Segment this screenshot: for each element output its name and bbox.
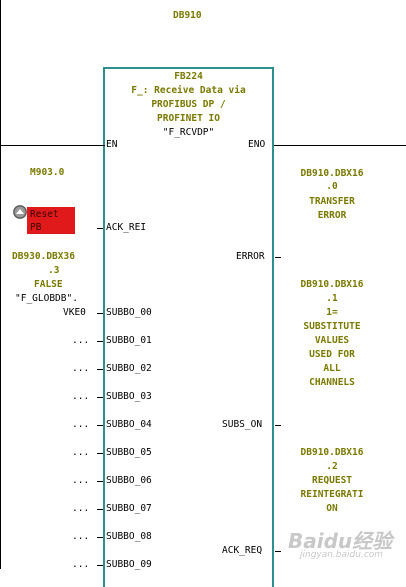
subbo-08-operand: ... [72, 531, 90, 542]
out1-desc-4: USED FOR [309, 349, 355, 360]
block-desc-3: PROFINET IO [157, 113, 220, 124]
pin-subbo-02: SUBBO_02 [106, 363, 152, 374]
subbo-01-operand: ... [72, 335, 90, 346]
out1-address-1: DB910.DBX16 [300, 279, 364, 290]
subbo-01-marker [97, 341, 103, 342]
power-rail [0, 0, 1, 569]
pin-subbo-09: SUBBO_09 [106, 559, 152, 570]
false-text: FALSE [34, 279, 63, 290]
subbo-06-marker [97, 481, 103, 482]
subbo-07-marker [97, 509, 103, 510]
out0-address-2: .0 [326, 181, 338, 192]
pin-subbo-05: SUBBO_05 [106, 447, 152, 458]
block-symbol: "F_RCVDP" [162, 127, 215, 138]
block-desc-2: PROFIBUS DP / [151, 99, 226, 110]
subbo-04-operand: ... [72, 419, 90, 430]
out2-desc-3: ON [326, 503, 338, 514]
pin-ack-req: ACK_REQ [222, 545, 263, 556]
reset-pb-label: Reset PB [30, 209, 59, 233]
db930-address-2: .3 [48, 265, 60, 276]
subbo-03-marker [97, 397, 103, 398]
db930-address-1: DB930.DBX36 [12, 251, 75, 262]
m903-contact-address: M903.0 [30, 167, 65, 178]
subbo-02-operand: ... [72, 363, 90, 374]
out1-address-2: .1 [326, 293, 338, 304]
pin-subs-on: SUBS_ON [222, 419, 263, 430]
error-marker [275, 257, 281, 258]
reset-pb-highlight[interactable] [27, 207, 75, 234]
subbo-03-operand: ... [72, 391, 90, 402]
pin-subbo-04: SUBBO_04 [106, 419, 152, 430]
subbo-02-marker [97, 369, 103, 370]
function-block[interactable] [103, 67, 274, 587]
subbo-05-operand: ... [72, 447, 90, 458]
pin-subbo-08: SUBBO_08 [106, 531, 152, 542]
reset-pb-icon[interactable] [13, 205, 27, 219]
globdb-symbol: "F_GLOBDB". [15, 293, 78, 304]
out2-address-2: .2 [326, 461, 338, 472]
pin-error: ERROR [236, 251, 265, 262]
pin-ack-rei: ACK_REI [106, 222, 147, 233]
out1-desc-3: VALUES [314, 335, 350, 346]
db-title: DB910 [173, 10, 202, 21]
out0-address-1: DB910.DBX16 [300, 168, 364, 179]
pin-subbo-07: SUBBO_07 [106, 503, 152, 514]
eno-wire [274, 145, 406, 146]
subbo-00-marker [97, 313, 103, 314]
subs-on-marker [275, 425, 281, 426]
out2-desc-2: REINTEGRATI [300, 489, 364, 500]
block-desc-1: F_: Receive Data via [131, 85, 246, 96]
ack-req-marker [275, 551, 281, 552]
out1-desc-2: SUBSTITUTE [303, 321, 361, 332]
subbo-09-operand: ... [72, 559, 90, 570]
pin-subbo-00: SUBBO_00 [106, 307, 152, 318]
subbo-04-marker [97, 425, 103, 426]
pin-subbo-03: SUBBO_03 [106, 391, 152, 402]
en-wire [0, 145, 105, 146]
out1-desc-1: 1= [326, 307, 338, 318]
subbo-07-operand: ... [72, 503, 90, 514]
subbo-06-operand: ... [72, 475, 90, 486]
watermark-logo: Baidu经验 [288, 529, 393, 553]
block-name: FB224 [174, 71, 203, 82]
out0-desc-2: ERROR [317, 210, 347, 221]
out2-address-1: DB910.DBX16 [300, 447, 364, 458]
subbo-09-marker [97, 565, 103, 566]
out1-desc-5: ALL [323, 363, 341, 374]
ack-rei-marker [97, 228, 103, 229]
out0-desc-1: TRANSFER [309, 196, 355, 207]
pin-en: EN [106, 139, 118, 150]
pin-eno: ENO [248, 139, 266, 150]
out1-desc-6: CHANNELS [309, 377, 355, 388]
pin-subbo-01: SUBBO_01 [106, 335, 152, 346]
subbo-05-marker [97, 453, 103, 454]
vke0-operand: VKE0 [63, 307, 86, 318]
pin-subbo-06: SUBBO_06 [106, 475, 152, 486]
subbo-08-marker [97, 537, 103, 538]
watermark-url: jingyan.baidu.com [300, 550, 384, 560]
out2-desc-1: REQUEST [311, 475, 353, 486]
